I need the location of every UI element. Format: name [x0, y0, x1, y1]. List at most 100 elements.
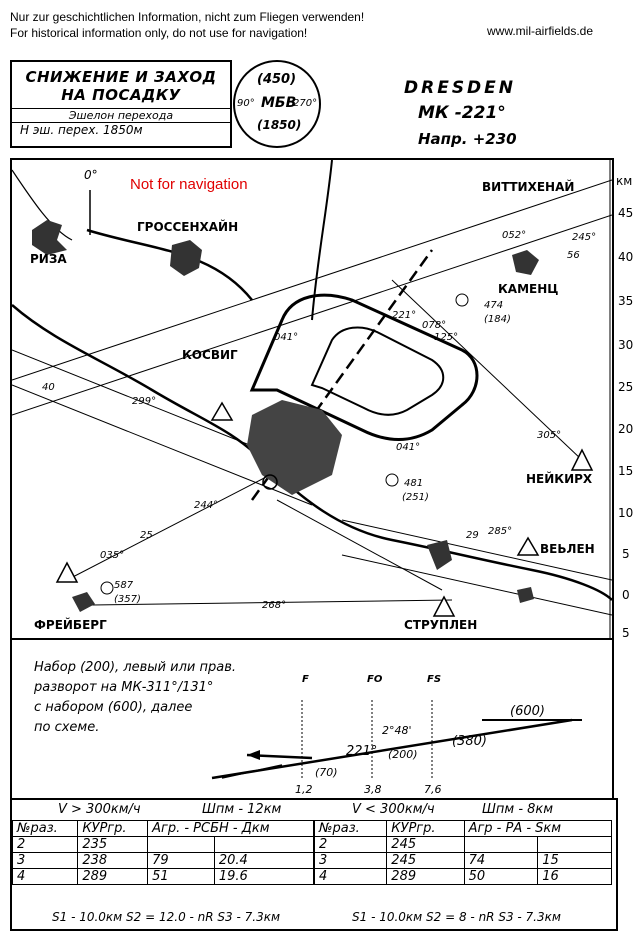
arrow-icon — [247, 750, 260, 760]
place-neukirch: НЕЙКИРХ — [526, 472, 593, 486]
corridor-line — [12, 179, 612, 381]
circle-mid: МБВ — [261, 95, 297, 111]
cell: 289 — [77, 868, 149, 885]
place-grossenhain: ГРОССЕНХАЙН — [137, 220, 239, 234]
cell: 238 — [77, 852, 149, 869]
runway-axis — [250, 249, 434, 501]
glide-path — [211, 718, 573, 780]
place-kamenz: КАМЕНЦ — [498, 282, 559, 296]
col-no: №раз. — [11, 820, 79, 837]
profile-drawing — [211, 700, 582, 780]
km-45: 45 — [618, 206, 634, 220]
cell: 2 — [313, 836, 388, 853]
beacon-weilen-icon — [516, 536, 540, 556]
dist-7-6: 7,6 — [424, 783, 442, 796]
cell: 74 — [463, 852, 539, 869]
holding-pattern-inner — [310, 326, 445, 416]
town-south — [427, 540, 452, 570]
north-label: 0° — [84, 168, 98, 182]
cell — [147, 836, 215, 853]
right-speed: V < 300км/ч — [352, 802, 435, 817]
cell: 4 — [313, 868, 388, 885]
table-row: 3 245 74 15 — [313, 852, 612, 869]
circle-indicator: (450) 90° МБВ 270° (1850) — [233, 60, 321, 148]
km-35: 35 — [618, 294, 634, 308]
site-url: www.mil-airfields.de — [487, 24, 594, 38]
cell: 235 — [77, 836, 149, 853]
circle-left: 90° — [237, 98, 255, 109]
km-30: 30 — [618, 338, 634, 352]
alt-70: (70) — [315, 766, 338, 779]
label-fs: FS — [427, 674, 442, 685]
heading-125: 125° — [434, 332, 459, 343]
cell: 245 — [386, 852, 465, 869]
not-for-navigation-warning: Not for navigation — [130, 176, 248, 193]
col-kurs: КУРгр. — [77, 820, 149, 837]
beacon-freiberg-icon — [55, 561, 79, 583]
table-row: 4 289 51 19.6 — [11, 868, 315, 885]
corridor-line — [341, 519, 612, 581]
cell — [213, 836, 315, 853]
km-25: 25 — [618, 380, 634, 394]
profile-text-3: с набором (600), далее — [34, 700, 193, 715]
km-unit: км — [616, 174, 633, 188]
cell: 289 — [386, 868, 465, 885]
cell: 19.6 — [213, 868, 315, 885]
profile-text-4: по схеме. — [34, 720, 100, 735]
col-left-agr: Агр. - РСБН - Дкм — [147, 820, 314, 837]
alt-380: (380) — [452, 734, 487, 749]
left-table: №раз. КУРгр. Агр. - РСБН - Дкм 2 235 3 2… — [11, 820, 315, 885]
cell — [537, 836, 612, 853]
table-row: 4 289 50 16 — [313, 868, 612, 885]
cell: 50 — [463, 868, 539, 885]
heading-40: 40 — [42, 382, 55, 393]
km-0: 0 — [622, 588, 630, 602]
left-speed: V > 300км/ч — [58, 802, 141, 817]
place-freiberg: ФРЕЙБЕРГ — [34, 618, 107, 632]
cell: 79 — [147, 852, 215, 869]
obstacle-icon — [100, 581, 114, 595]
map-drawing — [12, 160, 612, 638]
profile-text-1: Набор (200), левый или прав. — [34, 660, 236, 675]
heading-244: 244° — [194, 500, 219, 511]
obstacle-icon — [455, 293, 469, 307]
corridor-line — [12, 214, 612, 416]
profile-heading: 221° — [346, 744, 378, 759]
cell — [463, 836, 539, 853]
col-right-agr: Агр - РА - Sкм — [463, 820, 613, 837]
heading-221: 221° — [392, 310, 417, 321]
holding-pattern-outer — [249, 293, 479, 441]
left-footer: S1 - 10.0км S2 = 12.0 - nR S3 - 7.3км — [52, 910, 281, 924]
heading-035: 035° — [100, 550, 125, 561]
circle-right: 270° — [293, 98, 318, 109]
place-koswig: КОСВИГ — [182, 348, 238, 362]
profile-text-2: разворот на МК-311°/131° — [34, 680, 214, 695]
obstacle-587: 587 — [114, 580, 134, 591]
km-5: 5 — [622, 547, 630, 561]
airfield-name: DRESDEN — [404, 78, 517, 98]
cell: 3 — [11, 852, 79, 869]
beacon-neukirch-icon — [570, 448, 594, 471]
right-footer: S1 - 10.0км S2 = 8 - nR S3 - 7.3км — [352, 910, 561, 924]
right-shpm: Шпм - 8км — [482, 802, 554, 817]
km-40: 40 — [618, 250, 634, 264]
km-10: 10 — [618, 506, 634, 520]
place-weilen: ВЕЬЛЕН — [540, 542, 595, 556]
road-line — [311, 160, 333, 321]
km-15: 15 — [618, 464, 634, 478]
obstacle-251: (251) — [402, 492, 429, 503]
heading-041-north: 041° — [274, 332, 299, 343]
km-20: 20 — [618, 422, 634, 436]
heading-245: 245° — [572, 232, 597, 243]
km-5-south: 5 — [622, 626, 630, 640]
obstacle-184: (184) — [484, 314, 511, 325]
direction: Напр. +230 — [418, 130, 517, 148]
transition-value: Н эш. перех. 1850м — [12, 122, 230, 137]
title-line-1: СНИЖЕНИЕ И ЗАХОД — [25, 68, 217, 86]
heading-56: 56 — [567, 250, 580, 261]
town-grossenhain — [170, 240, 202, 276]
title-line-2: НА ПОСАДКУ — [61, 86, 181, 104]
profile-section: Набор (200), левый или прав. разворот на… — [10, 640, 614, 798]
cell: 2 — [11, 836, 79, 853]
city-dresden — [247, 400, 342, 495]
